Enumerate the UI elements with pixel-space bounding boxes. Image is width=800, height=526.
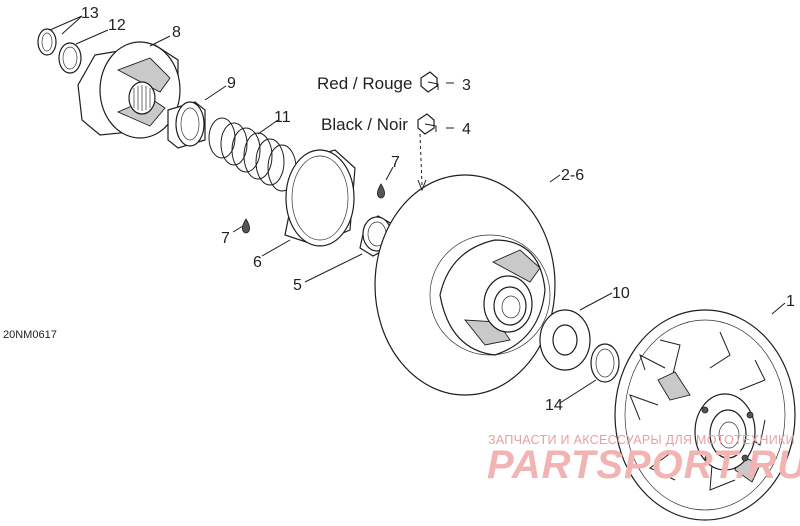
callout-10: 10 xyxy=(612,285,630,302)
label-red-rouge: Red / Rouge xyxy=(317,74,412,93)
leader-lines xyxy=(49,15,786,404)
part-2-6-fixed-sheave xyxy=(374,174,556,396)
callout-8: 8 xyxy=(172,24,181,41)
part-8-cam xyxy=(77,41,181,139)
callout-2-6: 2-6 xyxy=(561,167,584,184)
callout-13: 13 xyxy=(81,5,99,22)
part-1-movable-sheave xyxy=(614,309,796,521)
callout-11: 11 xyxy=(274,109,291,126)
callout-5: 5 xyxy=(293,277,302,294)
connector-red-icon xyxy=(420,71,439,93)
callout-7-upper: 7 xyxy=(391,154,400,171)
callout-14: 14 xyxy=(545,397,563,414)
part-9-bushing xyxy=(167,101,206,149)
part-14-ring xyxy=(590,343,620,383)
callout-7-lower: 7 xyxy=(221,230,230,247)
label-black-noir: Black / Noir xyxy=(321,115,408,134)
connector-black-icon xyxy=(417,113,437,135)
watermark-tagline: ЗАПЧАСТИ И АКСЕССУАРЫ ДЛЯ МОТОТЕХНИКИ xyxy=(488,433,795,447)
callout-12: 12 xyxy=(108,17,126,34)
callout-4: 4 xyxy=(462,121,471,138)
callout-6: 6 xyxy=(253,254,262,271)
watermark-brand: PARTSPORT.RU xyxy=(487,443,800,487)
callout-9: 9 xyxy=(227,75,236,92)
diagram-code: 20NM0617 xyxy=(3,329,57,341)
part-12-ring xyxy=(58,42,82,74)
part-6-cover-ring xyxy=(284,149,356,247)
part-10-washer xyxy=(539,309,591,371)
part-11-spring xyxy=(208,117,297,192)
callout-3: 3 xyxy=(462,77,471,94)
part-13-snap-ring xyxy=(37,28,57,56)
oil-drop-icon-lower xyxy=(242,218,250,234)
oil-drop-icon-upper xyxy=(377,183,385,199)
callout-1: 1 xyxy=(786,293,795,310)
